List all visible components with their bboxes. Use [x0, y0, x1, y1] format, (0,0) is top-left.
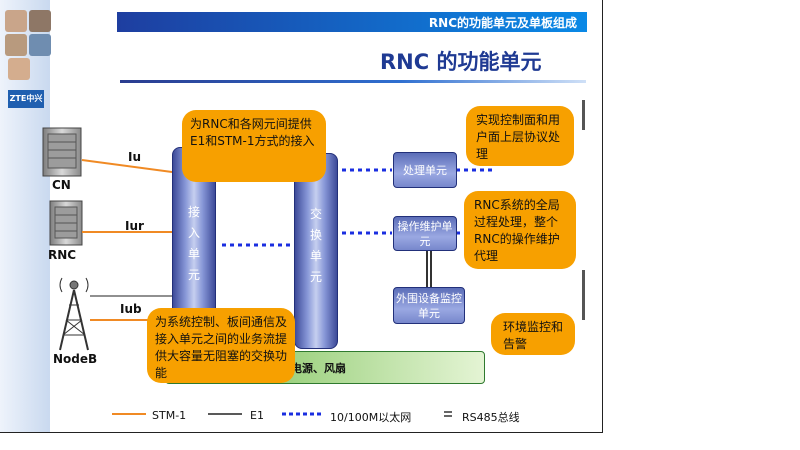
legend-ethernet-label: 10/100M以太网 [330, 411, 412, 424]
cn-label: CN [52, 178, 71, 192]
access-unit-label: 接入单元 [187, 205, 200, 282]
om-unit: 操作维护单元 [393, 216, 457, 251]
photo-3 [5, 34, 27, 56]
switch-unit-column: 交换单元 [294, 153, 338, 349]
processing-unit: 处理单元 [393, 152, 457, 188]
photo-1 [5, 10, 27, 32]
iu-label: Iu [128, 150, 142, 164]
nodeb-tower-icon [59, 277, 89, 351]
callout-processing: 实现控制面和用户面上层协议处理 [466, 106, 574, 166]
callout-switch: 为系统控制、板间通信及接入单元之间的业务流提供大容量无阻塞的交换功能 [147, 308, 295, 383]
legend-rs485-label: RS485总线 [462, 411, 520, 424]
connection-lines [42, 127, 492, 417]
header-bar: RNC的功能单元及单板组成 [117, 12, 587, 32]
legend-e1-label: E1 [250, 409, 264, 422]
legend-stm1-label: STM-1 [152, 409, 187, 422]
power-fan-label: 电源、风扇 [291, 362, 346, 375]
rnc-rack-icon [49, 200, 83, 246]
title-rule [120, 80, 586, 83]
photo-2 [29, 10, 51, 32]
zte-logo: ZTE中兴 [8, 90, 44, 108]
iur-label: Iur [125, 219, 144, 233]
callout-access: 为RNC和各网元间提供E1和STM-1方式的接入 [182, 110, 326, 182]
callout-monitor: 环境监控和告警 [491, 313, 575, 355]
photo-4 [29, 34, 51, 56]
rnc-label: RNC [48, 248, 77, 262]
callout-om: RNC系统的全局过程处理，整个RNC的操作维护代理 [464, 191, 576, 269]
slide: ZTE中兴 RNC的功能单元及单板组成 RNC 的功能单元 [0, 0, 603, 433]
photo-5 [8, 58, 30, 80]
nodeb-label: NodeB [53, 352, 98, 366]
header-banner: RNC的功能单元及单板组成 [428, 16, 577, 30]
edge-tick-top [582, 100, 585, 130]
cn-rack-icon [42, 127, 82, 177]
iub-label: Iub [120, 302, 142, 316]
iu-link [81, 159, 173, 173]
switch-unit-label: 交换单元 [309, 207, 322, 284]
page-title: RNC 的功能单元 [380, 50, 542, 74]
edge-tick-bottom [582, 270, 585, 320]
peripheral-unit: 外围设备监控单元 [393, 287, 465, 324]
sidebar: ZTE中兴 [0, 0, 51, 432]
